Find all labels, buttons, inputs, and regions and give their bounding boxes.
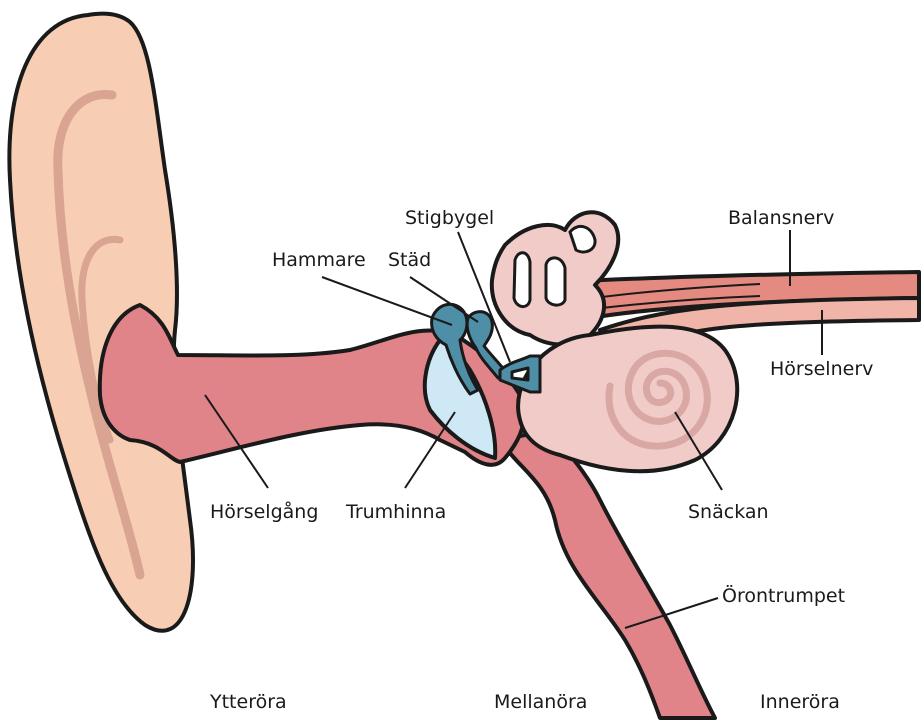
label-trumhinna: Trumhinna bbox=[345, 501, 446, 523]
label-hammare: Hammare bbox=[272, 249, 366, 271]
semicircular-canal-hole-1 bbox=[514, 253, 530, 307]
label-stigbygel: Stigbygel bbox=[405, 207, 494, 229]
region-mellanoera: Mellanöra bbox=[494, 691, 587, 713]
region-ytteroera: Ytteröra bbox=[209, 691, 287, 713]
region-inneroera: Inneröra bbox=[760, 691, 840, 713]
label-orontrumpet: Örontrumpet bbox=[722, 584, 845, 607]
pointer-hammare bbox=[322, 277, 452, 325]
semicircular-canal-hole-2 bbox=[546, 258, 565, 305]
eustachian-tube bbox=[500, 430, 715, 718]
label-stad: Städ bbox=[388, 249, 431, 271]
label-snackan: Snäckan bbox=[688, 501, 769, 523]
pinna-body bbox=[9, 14, 193, 631]
label-horselnerv: Hörselnerv bbox=[770, 358, 873, 380]
pinna bbox=[9, 14, 193, 631]
label-horselgang: Hörselgång bbox=[210, 500, 318, 523]
inner-ear bbox=[492, 212, 737, 471]
label-balansnerv: Balansnerv bbox=[728, 207, 834, 229]
